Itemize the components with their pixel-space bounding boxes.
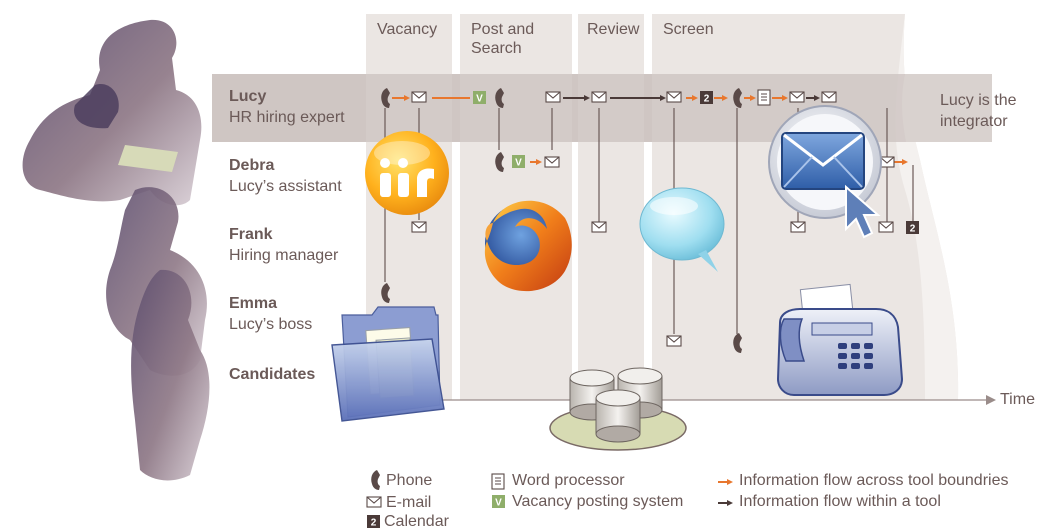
database-icon <box>549 367 687 451</box>
legend-phone: Phone <box>386 472 432 490</box>
role-title-emma: Lucy’s boss <box>229 316 313 333</box>
stage-label-vacancy: Vacancy <box>377 21 438 38</box>
legend-word-processor: Word processor <box>512 472 625 490</box>
email-icon <box>545 91 561 103</box>
email-client-icon <box>768 105 882 239</box>
legend-flow-within-arrow <box>718 500 733 506</box>
calendar-number: 2 <box>910 224 916 235</box>
diagram-background <box>212 14 992 400</box>
legend-email-icon <box>366 496 382 508</box>
role-title-lucy: HR hiring expert <box>229 109 345 126</box>
email-icons <box>411 91 895 347</box>
legend-vacancy-system: Vacancy posting system <box>512 493 683 511</box>
vacancy-system-icons: V V <box>473 91 525 169</box>
legend-word-processor-icon <box>491 473 505 490</box>
flow-arrows <box>392 95 908 165</box>
legend-symbols: 2 V <box>366 470 733 529</box>
email-icon <box>821 91 837 103</box>
phone-icon <box>495 88 504 108</box>
phone-icon <box>733 88 742 108</box>
email-icon <box>878 221 894 233</box>
legend-phone-label: Phone <box>386 472 433 489</box>
vacancy-system-letter: V <box>515 158 522 169</box>
phone-icon <box>495 152 504 172</box>
word-processor-icon <box>757 89 771 106</box>
legend-vacancy-system-icon: V <box>492 495 505 509</box>
calendar-icon: 2 <box>906 221 919 235</box>
legend-email: E-mail <box>386 494 431 512</box>
people-silhouettes-illustration <box>22 19 210 481</box>
email-icon <box>790 221 806 233</box>
folder-icon <box>331 306 445 422</box>
email-icon <box>666 91 682 103</box>
email-icon <box>411 221 427 233</box>
phone-icon <box>381 283 390 303</box>
legend-flow-across-arrow <box>718 479 733 485</box>
legend-vacancy-letter: V <box>495 498 502 509</box>
role-name-debra: Debra <box>229 157 275 174</box>
integrator-note-line2: integrator <box>940 113 1008 130</box>
stage-label-line: Post and <box>471 21 535 38</box>
stage-label-line: Search <box>471 40 522 57</box>
email-icon <box>591 91 607 103</box>
calendar-icon: 2 <box>700 91 713 105</box>
time-axis <box>380 395 996 405</box>
legend-vacancy-system-label: Vacancy posting system <box>512 493 684 510</box>
email-icon <box>789 91 805 103</box>
email-icon <box>544 156 560 168</box>
legend-calendar: Calendar <box>384 513 449 531</box>
legend-flow-across: Information flow across tool boundries <box>739 472 1008 490</box>
legend-flow-within: Information flow within a tool <box>739 493 941 511</box>
database-disk-stack <box>569 367 663 443</box>
email-icon <box>591 221 607 233</box>
legend-flow-across-label: Information flow across tool boundries <box>739 472 1009 489</box>
calendar-icons: 2 2 <box>700 91 919 235</box>
time-axis-label: Time <box>1000 391 1035 408</box>
role-title-frank: Hiring manager <box>229 247 339 264</box>
phone-icon <box>381 88 390 108</box>
phone-icons <box>381 88 742 353</box>
stage-label-post-and-search: Post and Search <box>471 20 534 58</box>
role-title-debra: Lucy’s assistant <box>229 178 342 195</box>
vacancy-system-icon: V <box>473 91 486 105</box>
email-icon <box>666 335 682 347</box>
vacancy-system-icon: V <box>512 155 525 169</box>
role-name-lucy: Lucy <box>229 88 267 105</box>
email-icon <box>879 156 895 168</box>
calendar-number: 2 <box>704 94 710 105</box>
legend-phone-icon <box>371 470 380 490</box>
firefox-icon <box>484 200 572 292</box>
stage-label-screen: Screen <box>663 21 714 38</box>
legend-calendar-number: 2 <box>371 518 377 529</box>
legend-word-processor-label: Word processor <box>512 472 625 489</box>
fax-icon <box>776 283 904 396</box>
stage-label-review: Review <box>587 21 640 38</box>
legend-email-label: E-mail <box>386 494 432 511</box>
role-name-candidates: Candidates <box>229 366 316 383</box>
integrator-note: Lucy is the integrator <box>940 90 1016 132</box>
legend-calendar-icon: 2 <box>367 515 380 529</box>
vacancy-system-letter: V <box>476 94 483 105</box>
email-icon <box>411 91 427 103</box>
role-name-emma: Emma <box>229 295 278 312</box>
chat-app-icon <box>365 131 449 215</box>
role-name-frank: Frank <box>229 226 273 243</box>
integrator-note-line1: Lucy is the <box>940 92 1017 109</box>
phone-icon <box>733 333 742 353</box>
legend-calendar-label: Calendar <box>384 513 449 530</box>
speech-bubble-icon <box>639 187 725 272</box>
legend-flow-within-label: Information flow within a tool <box>739 493 941 510</box>
